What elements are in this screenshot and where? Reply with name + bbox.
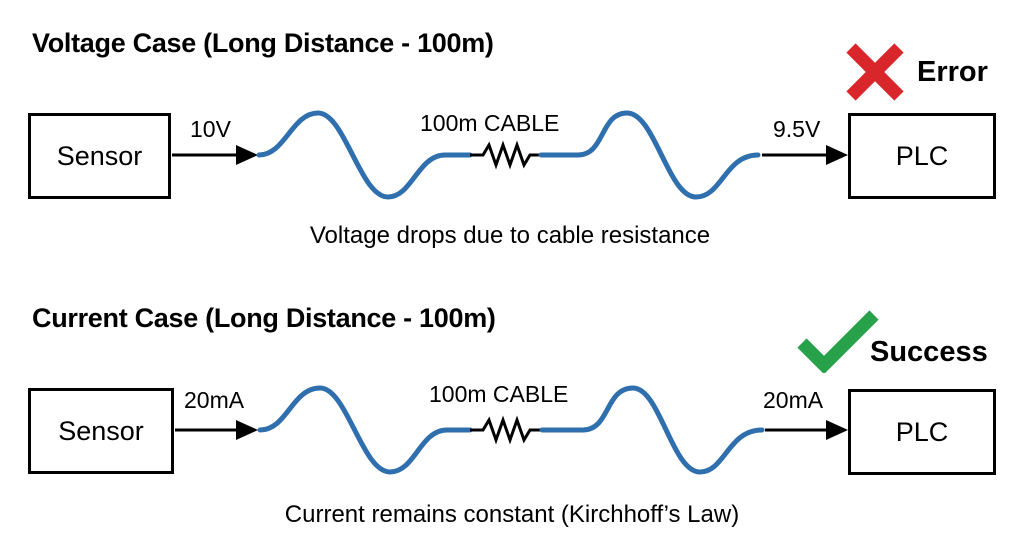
plc-label: PLC (895, 140, 949, 171)
status-error-label: Error (917, 56, 988, 88)
sensor-box: Sensor (28, 388, 174, 474)
status-success-label: Success (870, 336, 988, 368)
cable-diagram (175, 385, 848, 475)
resistor-icon (470, 140, 541, 170)
cable-wave-right (538, 110, 761, 200)
plc-label: PLC (895, 416, 949, 447)
sensor-box: Sensor (28, 113, 171, 199)
sensor-label: Sensor (58, 415, 144, 446)
cable-diagram (172, 110, 848, 200)
cable-label: 100m CABLE (420, 110, 560, 136)
cross-icon (846, 43, 904, 101)
cable-wave-right (539, 385, 765, 475)
input-arrow (172, 145, 258, 165)
cable-label: 100m CABLE (429, 381, 569, 407)
output-arrow (765, 420, 848, 440)
current-case-title: Current Case (Long Distance - 100m) (32, 303, 496, 333)
input-current-label: 20mA (184, 387, 245, 413)
output-arrow (762, 145, 848, 165)
sensor-label: Sensor (56, 140, 143, 171)
cable-wave-left (256, 110, 473, 200)
resistor-icon (470, 415, 542, 445)
cable-wave-left (257, 385, 473, 475)
output-voltage-label: 9.5V (773, 116, 821, 142)
current-case-caption: Current remains constant (Kirchhoff’s La… (284, 501, 740, 528)
plc-box: PLC (848, 113, 996, 199)
checkmark-icon (797, 310, 879, 373)
input-arrow (175, 420, 258, 440)
voltage-case-section: Voltage Case (Long Distance - 100m) Erro… (0, 0, 1024, 275)
plc-box: PLC (848, 389, 996, 475)
input-voltage-label: 10V (190, 116, 231, 142)
voltage-case-title: Voltage Case (Long Distance - 100m) (32, 28, 494, 58)
voltage-case-caption: Voltage drops due to cable resistance (309, 222, 711, 249)
current-case-section: Current Case (Long Distance - 100m) Succ… (0, 275, 1024, 550)
output-current-label: 20mA (763, 387, 824, 413)
